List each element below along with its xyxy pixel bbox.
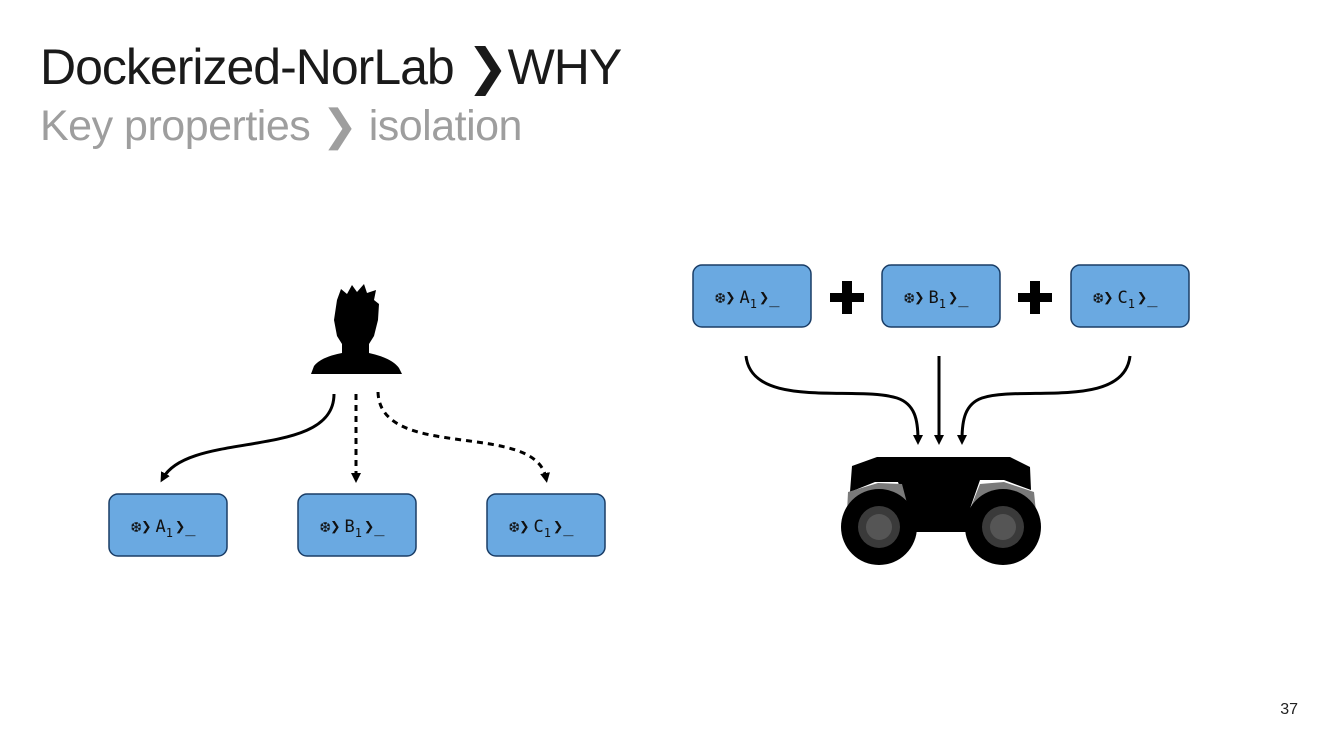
user-silhouette-icon <box>311 284 402 374</box>
subtitle-chevron-icon: ❯ <box>321 102 358 150</box>
subtitle-main: Key properties <box>40 102 311 150</box>
svg-text:❆❯B1❯_: ❆❯B1❯_ <box>904 288 969 311</box>
subtitle-tail: isolation <box>368 102 523 150</box>
plus-icon <box>830 281 864 314</box>
right-container-b: ❆❯B1❯_ <box>881 264 1001 328</box>
right-container-c: ❆❯C1❯_ <box>1070 264 1190 328</box>
arrow-a-to-robot <box>744 355 923 445</box>
svg-text:❆❯C1❯_: ❆❯C1❯_ <box>509 517 574 540</box>
title-chevron-icon: ❯ <box>466 39 509 95</box>
title-tail: WHY <box>507 39 623 95</box>
svg-text:❆❯A1❯_: ❆❯A1❯_ <box>715 288 780 311</box>
robot-vehicle-icon <box>841 457 1041 565</box>
title-main: Dockerized-NorLab <box>40 39 455 95</box>
plus-icon <box>1018 281 1052 314</box>
svg-text:❆❯B1❯_: ❆❯B1❯_ <box>320 517 385 540</box>
right-arrows <box>744 355 1132 445</box>
arrow-c-to-robot <box>957 355 1132 445</box>
page-number: 37 <box>1280 701 1298 718</box>
slide-title: Dockerized-NorLab ❯WHY <box>40 38 623 96</box>
arrow-user-to-c <box>376 391 550 483</box>
slide-subtitle: Key properties ❯ isolation <box>40 101 522 151</box>
left-arrows <box>160 391 550 483</box>
arrow-user-to-a <box>160 393 336 483</box>
svg-text:❆❯A1❯_: ❆❯A1❯_ <box>131 517 196 540</box>
svg-text:❆❯C1❯_: ❆❯C1❯_ <box>1093 288 1158 311</box>
left-container-a: ❆❯A1❯_ <box>108 493 228 557</box>
left-container-c: ❆❯C1❯_ <box>486 493 606 557</box>
right-container-a: ❆❯A1❯_ <box>692 264 812 328</box>
left-container-b: ❆❯B1❯_ <box>297 493 417 557</box>
